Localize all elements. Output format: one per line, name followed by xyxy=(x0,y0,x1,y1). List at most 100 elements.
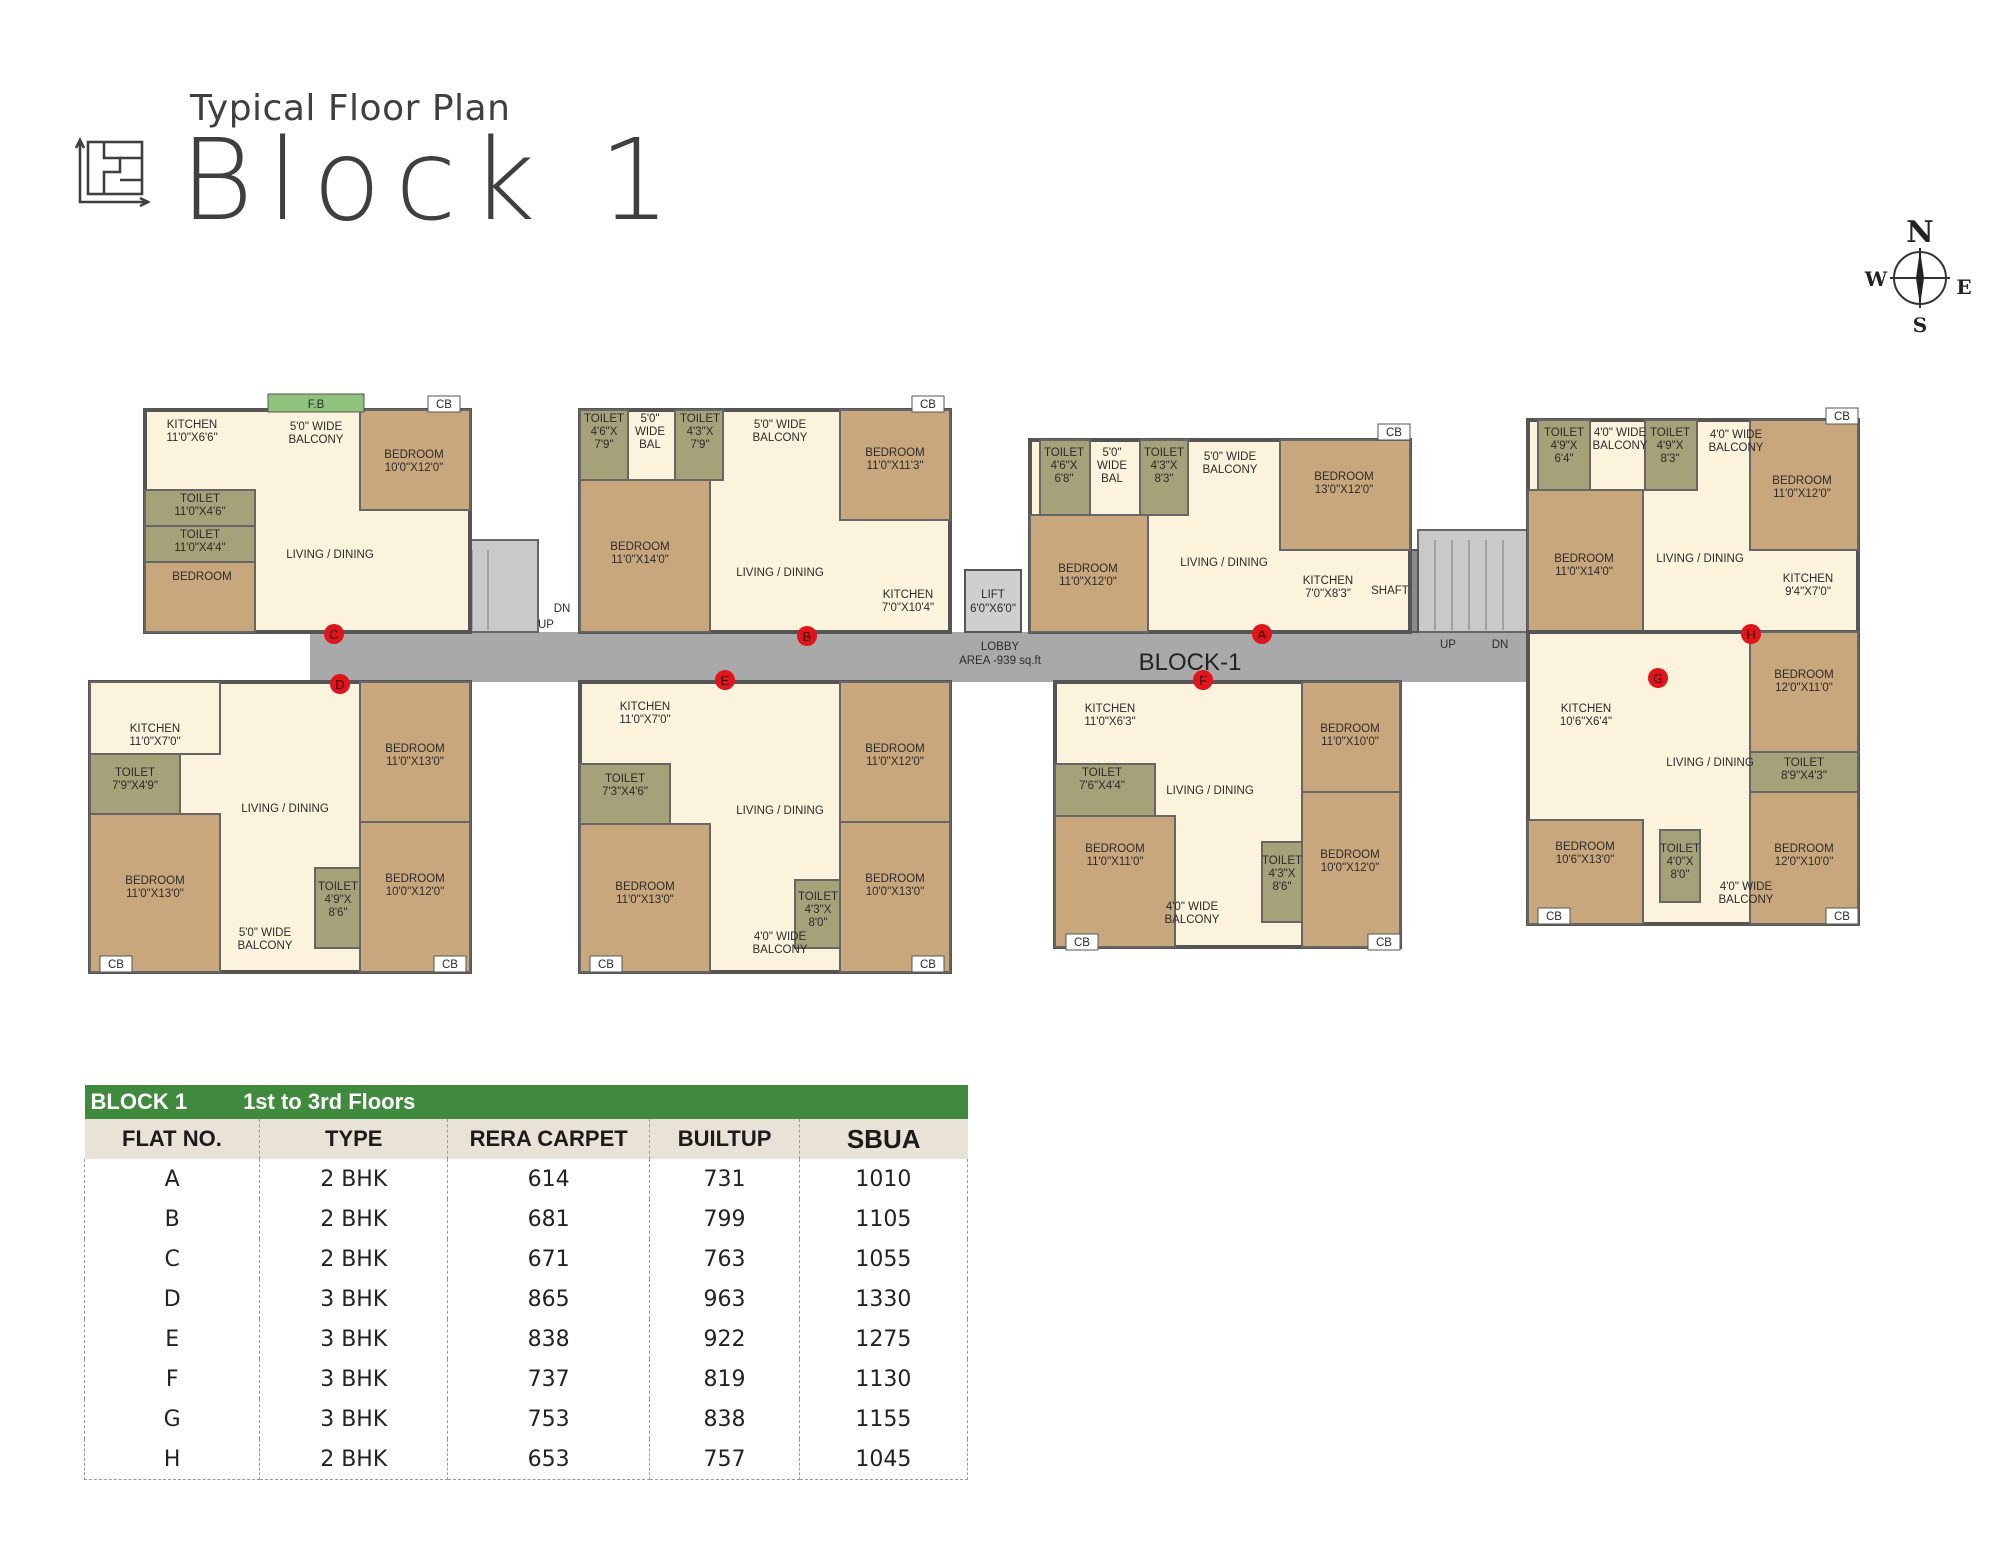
room-label-c-balcony: 5'0" WIDE xyxy=(290,421,343,433)
cupboard-box xyxy=(1825,907,1859,925)
room-label-f-kitchen: KITCHEN xyxy=(1085,703,1135,715)
room-label-a-bal: WIDE xyxy=(1097,460,1127,472)
stair-dn-west: DN xyxy=(554,603,571,615)
cupboard-box xyxy=(427,395,461,413)
room-label-a-balcony: BALCONY xyxy=(1203,464,1258,476)
cb-label: CB xyxy=(1834,911,1850,923)
room-label-h-bedroom2: 11'0"X14'0" xyxy=(1555,566,1613,578)
room-label-d-toilet1: TOILET xyxy=(115,767,155,779)
room-label-e-balcony: 4'0" WIDE xyxy=(754,931,807,943)
room-label-e-toilet1: 7'3"X4'6" xyxy=(602,786,648,798)
lift-label: LIFT xyxy=(981,589,1005,601)
room-label-f-bedroom1: 11'0"X11'0" xyxy=(1087,856,1144,868)
room-label-h-toilet1: 6'4" xyxy=(1554,453,1573,465)
table-cell: 3 BHK xyxy=(259,1319,449,1359)
cupboard-box xyxy=(1537,907,1571,925)
col-rera-carpet: RERA CARPET xyxy=(447,1119,651,1159)
staircase-east xyxy=(1417,529,1529,633)
room-label-a-bedroom2: 11'0"X12'0" xyxy=(1059,576,1117,588)
table-cell: 1105 xyxy=(799,1199,969,1239)
cupboard-box xyxy=(433,955,467,973)
room-label-a-toilet1: 4'6"X xyxy=(1051,460,1078,472)
table-cell: 671 xyxy=(447,1239,651,1279)
room-label-b-toilet2: 4'3"X xyxy=(687,426,714,438)
room-label-d-toilet1: 7'9"X4'9" xyxy=(112,780,158,792)
table-cell: 3 BHK xyxy=(259,1359,449,1399)
cb-label: CB xyxy=(1546,911,1562,923)
room-label-c-bedroom2: BEDROOM xyxy=(172,571,231,583)
compass-east: E xyxy=(1956,275,1971,299)
room-label-g-balcony: 4'0" WIDE xyxy=(1720,881,1773,893)
table-cell: 753 xyxy=(447,1399,651,1439)
flat-marker-label: B xyxy=(803,629,812,644)
room-label-e-toilet2: TOILET xyxy=(798,891,838,903)
room-label-h-balcony: 4'0" WIDE xyxy=(1710,429,1763,441)
room-label-d-toilet2: TOILET xyxy=(318,881,358,893)
table-cell: G xyxy=(83,1399,261,1439)
room-label-c-balcony: BALCONY xyxy=(289,434,344,446)
room-label-h-kitchen: 9'4"X7'0" xyxy=(1785,586,1831,598)
room-label-c-toilet2: TOILET xyxy=(180,529,220,541)
stair-dn-east: DN xyxy=(1492,639,1509,651)
room-label-d-bedroom3: 10'0"X12'0" xyxy=(386,886,445,898)
room-label-g-bedroom3: BEDROOM xyxy=(1774,843,1833,855)
room-label-b-bal: WIDE xyxy=(635,426,665,438)
flat-marker-h xyxy=(1741,624,1761,644)
cb-label: CB xyxy=(108,959,124,971)
room-label-c-toilet2: 11'0"X4'4" xyxy=(174,542,225,554)
room-label-b-bedroom1: BEDROOM xyxy=(865,447,924,459)
room-label-h-bal: 4'0" WIDE xyxy=(1594,427,1647,439)
room-label-a-bedroom1: BEDROOM xyxy=(1314,471,1373,483)
room-label-e-living: LIVING / DINING xyxy=(736,805,824,817)
lift xyxy=(964,569,1022,633)
room-label-a-bal: 5'0" xyxy=(1102,447,1121,459)
room-label-e-bedroom3: 10'0"X13'0" xyxy=(866,886,925,898)
room-label-f-bedroom3: 10'0"X12'0" xyxy=(1321,862,1380,874)
flat-marker-label: F xyxy=(1199,673,1207,688)
room-label-c-toilet1: TOILET xyxy=(180,493,220,505)
room-label-c-toilet1: 11'0"X4'6" xyxy=(174,506,225,518)
room-label-d-bedroom2: BEDROOM xyxy=(385,743,444,755)
room-label-c-bedroom1: BEDROOM xyxy=(384,449,443,461)
room-label-f-bedroom2: BEDROOM xyxy=(1320,723,1379,735)
fb-label: F.B xyxy=(308,399,325,411)
stair-up-east: UP xyxy=(1440,639,1456,651)
table-cell: 3 BHK xyxy=(259,1399,449,1439)
room-label-f-toilet1: 7'6"X4'4" xyxy=(1079,780,1125,792)
table-cell: 757 xyxy=(649,1439,800,1480)
room-label-b-kitchen: 7'0"X10'4" xyxy=(882,602,934,614)
cupboard-box xyxy=(1065,933,1099,951)
room-label-a-toilet1: 6'8" xyxy=(1054,473,1073,485)
room-label-b-bedroom1: 11'0"X11'3" xyxy=(867,460,924,472)
block-label: BLOCK-1 xyxy=(1139,649,1242,676)
shaft-label: SHAFT xyxy=(1371,585,1409,597)
room-label-h-bedroom1: BEDROOM xyxy=(1772,475,1831,487)
room-label-a-toilet1: TOILET xyxy=(1044,447,1084,459)
flat-marker-b xyxy=(797,626,817,646)
room-label-d-bedroom3: BEDROOM xyxy=(385,873,444,885)
table-cell: 1055 xyxy=(799,1239,969,1279)
room-label-h-kitchen: KITCHEN xyxy=(1783,573,1833,585)
room-label-a-toilet2: 8'3" xyxy=(1154,473,1173,485)
room-label-e-balcony: BALCONY xyxy=(753,944,808,956)
flat-marker-e xyxy=(715,670,735,690)
cupboard-box xyxy=(1367,933,1401,951)
compass-west: W xyxy=(1864,267,1888,291)
room-label-h-living: LIVING / DINING xyxy=(1656,553,1744,565)
room-label-g-living: LIVING / DINING xyxy=(1666,757,1754,769)
cupboard-box xyxy=(911,955,945,973)
room-label-a-kitchen: 7'0"X8'3" xyxy=(1305,588,1351,600)
room-label-b-balcony: BALCONY xyxy=(753,432,808,444)
col-sbua: SBUA xyxy=(799,1119,968,1159)
lift-size: 6'0"X6'0" xyxy=(970,603,1016,615)
table-cell: 1275 xyxy=(799,1319,969,1359)
flat-marker-label: D xyxy=(335,677,344,692)
room-label-f-toilet2: TOILET xyxy=(1262,855,1302,867)
